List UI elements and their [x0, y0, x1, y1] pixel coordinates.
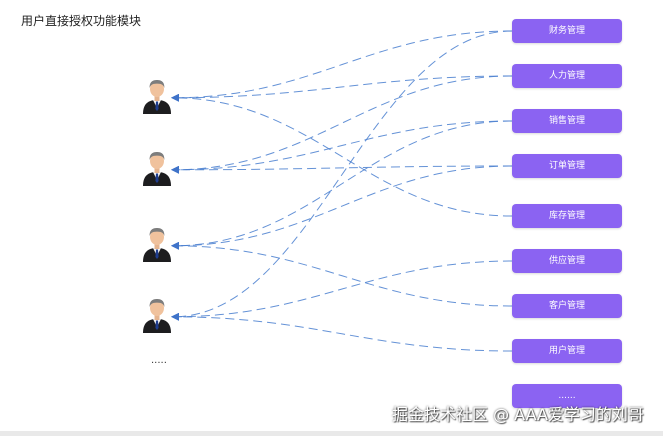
more-users-ellipsis: ..... — [151, 355, 167, 366]
diagram-title: 用户直接授权功能模块 — [21, 14, 142, 28]
module-hr[interactable]: 人力管理 — [512, 64, 622, 88]
module-inventory[interactable]: 库存管理 — [512, 204, 622, 228]
user-avatar-icon — [143, 299, 171, 333]
connection-line — [171, 120, 513, 174]
module-users[interactable]: 用户管理 — [512, 339, 622, 363]
module-more[interactable]: ...... — [512, 384, 622, 408]
user-avatar-icon — [143, 228, 171, 262]
module-customers[interactable]: 客户管理 — [512, 294, 622, 318]
connection-line — [171, 241, 513, 307]
user-node[interactable] — [141, 297, 173, 333]
user-node[interactable] — [141, 78, 173, 114]
connection-line — [171, 30, 513, 321]
module-orders[interactable]: 订单管理 — [512, 154, 622, 178]
user-avatar-icon — [143, 80, 171, 114]
connection-line — [171, 30, 513, 102]
connection-line — [171, 312, 513, 352]
module-supply[interactable]: 供应管理 — [512, 249, 622, 273]
bottom-scrollbar-track — [0, 431, 663, 436]
connection-line — [171, 75, 513, 174]
watermark: 掘金技术社区 @ AAA爱学习的刘哥 — [392, 405, 644, 424]
user-node[interactable] — [141, 226, 173, 262]
connection-line — [171, 165, 513, 250]
connection-line — [171, 120, 513, 250]
module-finance[interactable]: 财务管理 — [512, 19, 622, 43]
connection-line — [171, 75, 513, 102]
user-node[interactable] — [141, 150, 173, 186]
module-sales[interactable]: 销售管理 — [512, 109, 622, 133]
user-avatar-icon — [143, 152, 171, 186]
connection-line — [171, 260, 513, 321]
connection-line — [171, 93, 513, 217]
connection-line — [171, 165, 513, 174]
